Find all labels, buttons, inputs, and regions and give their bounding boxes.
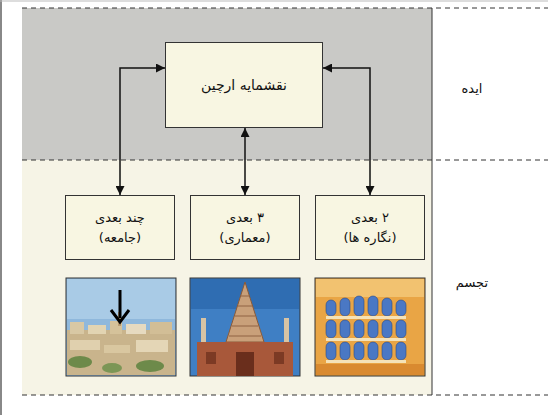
dashed-rule bbox=[22, 160, 548, 161]
column-rule bbox=[432, 8, 433, 395]
row-label: ایده bbox=[462, 81, 483, 96]
embodiment-band bbox=[22, 160, 432, 395]
concept-box: نقشمایه ارچین bbox=[165, 42, 323, 128]
tower-photo bbox=[190, 278, 300, 376]
dashed-rule bbox=[22, 395, 548, 396]
double-arrow bbox=[323, 68, 370, 195]
box-title: نقشمایه ارچین bbox=[201, 75, 287, 96]
town-photo bbox=[66, 278, 176, 376]
double-arrow bbox=[244, 128, 246, 195]
dimension-box: چند بعدی(جامعه) bbox=[65, 195, 175, 260]
pattern-painting bbox=[315, 278, 425, 376]
box-subtitle: (معماری) bbox=[219, 228, 270, 248]
box-title: چند بعدی bbox=[95, 208, 145, 228]
box-subtitle: (نگاره ها) bbox=[344, 228, 397, 248]
row-label: تجسم bbox=[456, 275, 488, 290]
dimension-box: ۲ بعدی(نگاره ها) bbox=[315, 195, 425, 260]
box-title: ۳ بعدی bbox=[226, 208, 264, 228]
double-arrow bbox=[120, 68, 165, 195]
box-subtitle: (جامعه) bbox=[99, 228, 141, 248]
top-border bbox=[0, 1, 548, 2]
dashed-rule bbox=[22, 8, 548, 9]
dimension-box: ۳ بعدی(معماری) bbox=[190, 195, 300, 260]
box-title: ۲ بعدی bbox=[351, 208, 389, 228]
left-border bbox=[0, 0, 2, 415]
